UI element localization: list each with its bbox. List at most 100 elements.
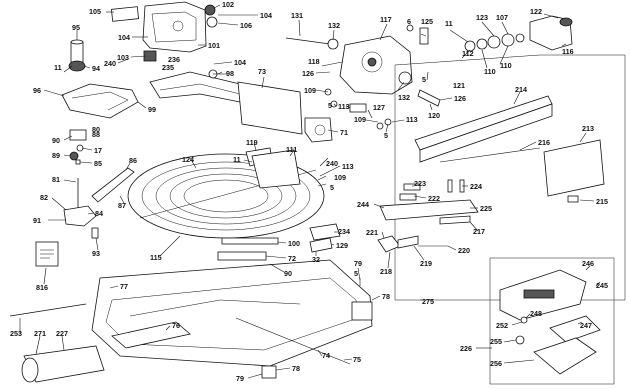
part-drawings <box>9 1 626 385</box>
callout-112: 112 <box>462 49 474 58</box>
part-127-block <box>349 103 367 113</box>
part-95-spindle <box>70 41 84 63</box>
callout-115: 115 <box>150 253 162 262</box>
callout-223: 223 <box>414 179 426 188</box>
callout-107: 107 <box>496 13 508 22</box>
callout-82: 82 <box>40 193 48 202</box>
leader-lines <box>19 4 601 379</box>
callout-79: 79 <box>236 374 244 383</box>
callout-78: 78 <box>382 292 390 301</box>
callout-90: 90 <box>284 269 292 278</box>
callout-5: 5 <box>384 131 388 140</box>
callout-5: 5 <box>422 75 426 84</box>
callout-100: 100 <box>288 239 300 248</box>
callout-235: 235 <box>162 63 174 72</box>
part-120-bracket <box>417 89 441 107</box>
part-101-guard-bracket <box>142 1 207 53</box>
callout-6: 6 <box>407 17 411 26</box>
part-224-pin <box>447 179 453 193</box>
callout-225: 225 <box>480 204 492 213</box>
part-255-screw <box>515 335 525 345</box>
part-117-motor-housing <box>339 35 413 95</box>
part-123-ring <box>487 35 501 49</box>
callout-226: 226 <box>460 344 472 353</box>
callout-74: 74 <box>322 351 330 360</box>
part-86-lever <box>91 167 135 203</box>
part-129-block <box>309 237 333 253</box>
part-223-plate <box>403 183 421 191</box>
callout-244: 244 <box>357 200 369 209</box>
callout-252: 252 <box>496 321 508 330</box>
callout-80: 80 <box>92 125 100 134</box>
part-115-base <box>91 259 373 367</box>
callout-98: 98 <box>226 69 234 78</box>
callout-214: 214 <box>515 85 527 94</box>
callout-79: 79 <box>354 259 362 268</box>
callout-88: 88 <box>92 130 100 139</box>
part-252-pin <box>520 316 528 324</box>
callout-76: 76 <box>172 321 180 330</box>
callout-117: 117 <box>380 15 392 24</box>
callout-104: 104 <box>118 33 130 42</box>
part-71-corner-bracket <box>304 117 333 143</box>
callout-271: 271 <box>34 329 46 338</box>
part-75-rod <box>235 317 351 365</box>
part-78b-foot <box>261 365 277 379</box>
callout-73: 73 <box>258 67 266 76</box>
callout-5: 5 <box>354 269 358 278</box>
callout-87: 87 <box>118 201 126 210</box>
part-256-plate <box>533 337 597 375</box>
callout-255: 255 <box>490 337 502 346</box>
callout-124: 124 <box>182 155 194 164</box>
callout-236: 236 <box>168 55 180 64</box>
callout-11: 11 <box>54 63 62 72</box>
callout-32: 32 <box>312 255 320 264</box>
callout-109: 109 <box>304 86 316 95</box>
part-89-knob <box>69 151 79 161</box>
part-253-rod <box>9 303 87 317</box>
callout-109: 109 <box>354 115 366 124</box>
part-132b-washer <box>398 71 412 85</box>
inset-box-laser <box>489 257 615 385</box>
callout-78: 78 <box>292 364 300 373</box>
part-218-clip <box>377 235 401 253</box>
callout-219: 219 <box>420 259 432 268</box>
part-107-ring <box>501 33 515 47</box>
callout-105: 105 <box>89 7 101 16</box>
callout-86: 86 <box>129 156 137 165</box>
callout-84: 84 <box>95 209 103 218</box>
callout-253: 253 <box>10 329 22 338</box>
callout-106: 106 <box>240 21 252 30</box>
part-217-plate <box>439 215 471 225</box>
callout-132: 132 <box>328 21 340 30</box>
part-215-nut <box>567 195 579 203</box>
callout-93: 93 <box>92 249 100 258</box>
part-76-insert <box>111 321 191 349</box>
callout-126: 126 <box>302 69 314 78</box>
callout-96: 96 <box>33 86 41 95</box>
callout-245: 245 <box>596 281 608 290</box>
part-106-cap <box>206 16 218 28</box>
callout-119: 119 <box>246 138 258 147</box>
part-247-cover <box>549 315 601 343</box>
callout-99: 99 <box>148 105 156 114</box>
callout-129: 129 <box>336 241 348 250</box>
callout-247: 247 <box>580 321 592 330</box>
callout-222: 222 <box>428 194 440 203</box>
part-6-pin <box>406 24 414 32</box>
part-234-block <box>309 223 341 241</box>
part-93-screw <box>91 227 99 239</box>
callout-110: 110 <box>500 61 512 70</box>
callout-102: 102 <box>222 0 234 9</box>
part-111-guard <box>251 149 301 189</box>
part-80-arm-bracket <box>61 83 139 119</box>
callout-104: 104 <box>234 58 246 67</box>
callout-95: 95 <box>72 23 80 32</box>
callout-224: 224 <box>470 182 482 191</box>
part-132-washer <box>327 38 339 50</box>
callout-71: 71 <box>340 128 348 137</box>
callout-110: 110 <box>484 67 496 76</box>
callout-816: 816 <box>36 283 48 292</box>
callout-240: 240 <box>326 159 338 168</box>
